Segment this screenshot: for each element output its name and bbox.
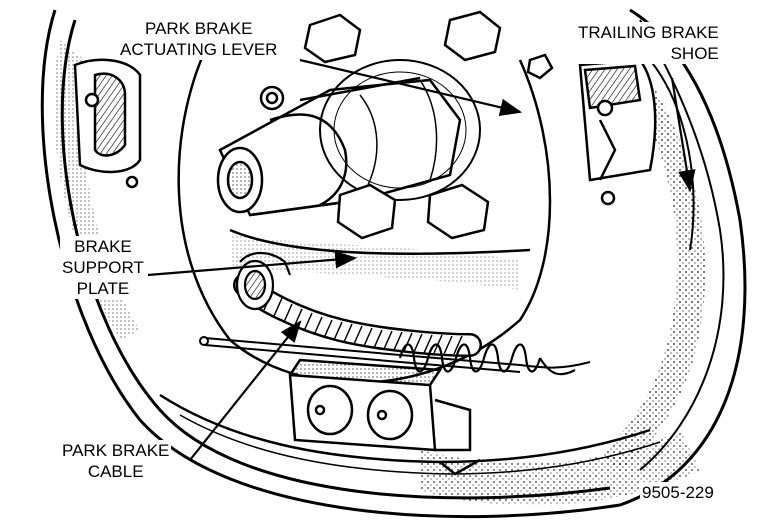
leader-park-brake-cable <box>189 320 302 461</box>
bolts <box>259 10 554 240</box>
label-line: PARK BRAKE <box>145 19 253 38</box>
label-line: PLATE <box>76 279 130 298</box>
label-trailing-brake-shoe: TRAILING BRAKE SHOE <box>576 22 721 64</box>
bolt-lower-right <box>426 183 490 240</box>
bolt-top-left <box>303 13 362 64</box>
bolt-top-right <box>443 10 502 62</box>
label-line: SHOE <box>670 44 719 63</box>
label-line: BRAKE <box>74 237 132 256</box>
small-bolt <box>259 85 285 111</box>
label-line: TRAILING BRAKE <box>578 23 719 42</box>
label-park-brake-actuating-lever: PARK BRAKE ACTUATING LEVER <box>118 18 280 60</box>
label-line: ACTUATING LEVER <box>120 40 278 59</box>
label-line: CABLE <box>87 462 144 481</box>
label-line: PARK BRAKE <box>62 441 170 460</box>
hub-flange <box>319 59 481 201</box>
left-shoe-hardware <box>73 58 142 189</box>
bolt-lower-left <box>336 183 397 240</box>
leader-park-brake-lever <box>299 58 523 117</box>
leader-support-plate <box>147 250 358 277</box>
figure-number: 9505-229 <box>640 482 716 503</box>
axle-shaft <box>216 76 462 217</box>
leader-lines <box>147 58 696 461</box>
leader-trailing-shoe <box>670 77 696 193</box>
label-park-brake-cable: PARK BRAKE CABLE <box>60 440 172 482</box>
label-line: SUPPORT <box>62 258 144 277</box>
lower-shoe-edge <box>159 393 661 476</box>
adjuster-strut <box>288 358 472 452</box>
label-brake-support-plate: BRAKE SUPPORT PLATE <box>60 236 146 299</box>
trailing-brake-shoe <box>578 58 695 251</box>
